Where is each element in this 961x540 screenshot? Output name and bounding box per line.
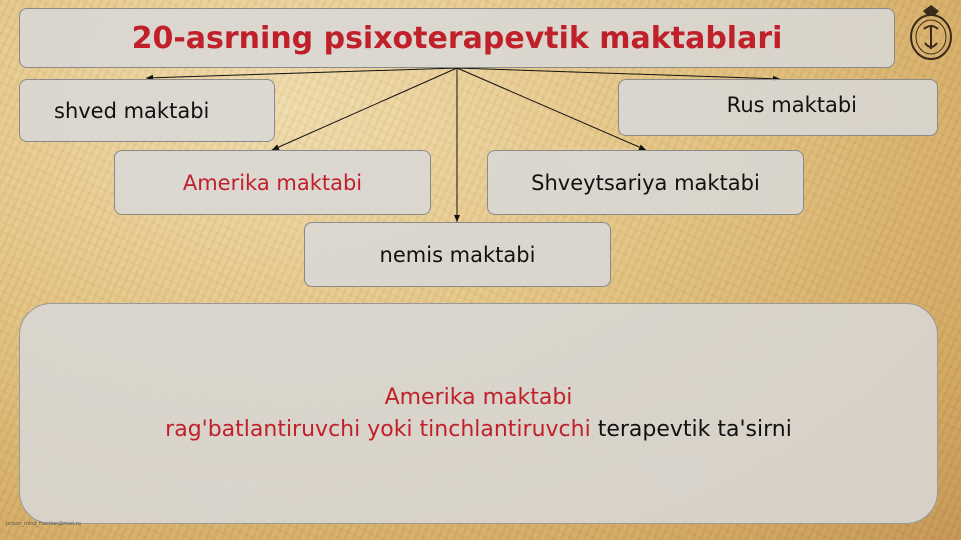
info-panel: Amerika maktabi rag'batlantiruvchi yoki … bbox=[19, 303, 938, 524]
school-box-nemis: nemis maktabi bbox=[304, 222, 611, 287]
info-rest: terapevtik ta'sirni bbox=[590, 416, 792, 442]
info-heading: Amerika maktabi bbox=[384, 384, 573, 410]
page-title: 20-asrning psixoterapevtik maktablari bbox=[19, 8, 895, 68]
info-highlight: rag'batlantiruvchi yoki tinchlantiruvchi bbox=[165, 416, 591, 442]
monogram-emblem-icon bbox=[910, 5, 952, 60]
footer-note: prison_mind_fraction@mail.ru bbox=[6, 521, 81, 527]
arrow-to-shveytsariya bbox=[456, 67, 647, 151]
school-box-shveytsariya: Shveytsariya maktabi bbox=[487, 150, 804, 215]
arrow-to-shved bbox=[145, 67, 458, 81]
school-box-amerika: Amerika maktabi bbox=[114, 150, 431, 215]
school-box-shved: shved maktabi bbox=[19, 79, 275, 142]
info-text: rag'batlantiruvchi yoki tinchlantiruvchi… bbox=[165, 414, 792, 446]
arrow-to-amerika bbox=[271, 67, 458, 151]
school-box-rus: Rus maktabi bbox=[618, 79, 938, 136]
arrow-to-rus bbox=[456, 67, 781, 82]
